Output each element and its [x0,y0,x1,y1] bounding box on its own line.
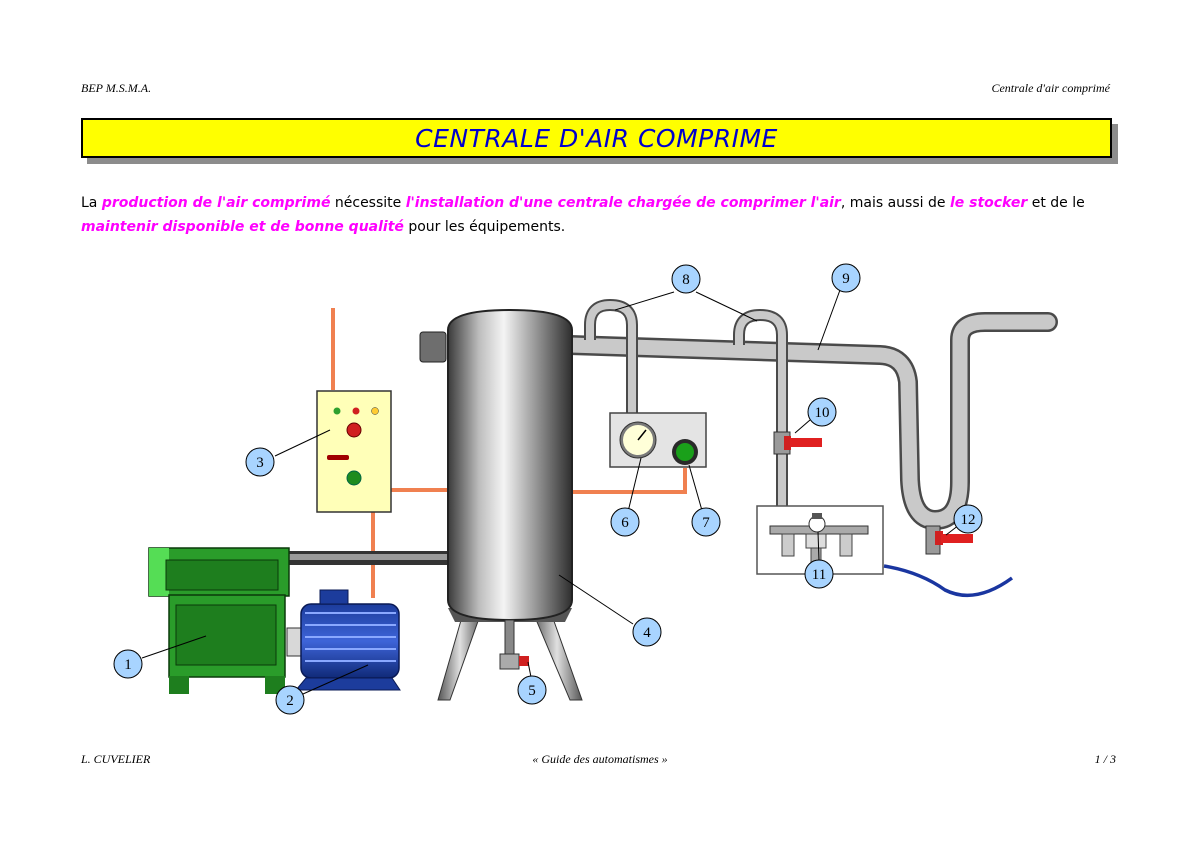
svg-text:11: 11 [812,567,826,583]
svg-text:4: 4 [643,625,651,641]
svg-text:6: 6 [621,515,629,531]
callout-1: 1 [113,649,143,679]
intro-text: et de le [1027,195,1085,211]
electric-motor [286,589,401,691]
svg-text:12: 12 [961,512,976,528]
intro-text: nécessite [330,195,406,211]
callout-12: 12 [953,504,983,534]
shutoff-valve [773,431,822,455]
intro-highlight: le stocker [949,195,1028,211]
title-box: CENTRALE D'AIR COMPRIME [81,118,1112,158]
gauge-panel [609,412,707,468]
svg-text:7: 7 [702,515,710,531]
air-tank [419,308,573,622]
callout-8: 8 [671,264,701,294]
svg-text:10: 10 [815,405,830,421]
leader-lines [141,289,960,695]
intro-text: La [81,195,102,211]
compressor [148,547,290,694]
purge-valve [925,525,973,555]
callouts: 1 2 3 4 5 6 7 8 9 10 11 12 [113,263,983,715]
compressor-outlet-pipe [285,551,451,565]
callout-4: 4 [632,617,662,647]
compressed-air-plant-diagram: 1 2 3 4 5 6 7 8 9 10 11 12 [113,263,1058,715]
callout-11: 11 [804,559,834,589]
header-left: BEP M.S.M.A. [81,81,152,95]
callout-6: 6 [610,507,640,537]
footer-guide-title: « Guide des automatismes » [532,752,668,766]
svg-text:9: 9 [842,271,850,287]
callout-10: 10 [807,397,837,427]
svg-text:2: 2 [286,693,294,709]
callout-9: 9 [831,263,861,293]
svg-text:3: 3 [256,455,264,471]
svg-text:8: 8 [682,272,690,288]
callout-5: 5 [517,675,547,705]
intro-paragraph: La production de l'air comprimé nécessit… [81,191,1116,239]
intro-text: pour les équipements. [403,219,566,235]
intro-text: , mais aussi de [840,195,950,211]
svg-text:1: 1 [124,657,132,673]
main-pipe [560,312,1058,530]
control-box [316,390,392,513]
title-banner: CENTRALE D'AIR COMPRIME [81,118,1118,164]
header-right: Centrale d'air comprimé [991,81,1110,95]
intro-highlight: l'installation d'une centrale chargée de… [405,195,841,211]
callout-7: 7 [691,507,721,537]
svg-text:5: 5 [528,683,536,699]
callout-2: 2 [275,685,305,715]
footer-author: L. CUVELIER [81,752,151,766]
gooseneck-pipes [584,298,788,512]
air-hose [883,564,1014,598]
footer-page-number: 1 / 3 [1094,752,1116,766]
page-title: CENTRALE D'AIR COMPRIME [415,123,778,153]
intro-highlight: production de l'air comprimé [101,195,331,211]
callout-3: 3 [245,447,275,477]
drain-valve [499,619,529,670]
intro-highlight: maintenir disponible et de bonne qualité [81,219,404,235]
